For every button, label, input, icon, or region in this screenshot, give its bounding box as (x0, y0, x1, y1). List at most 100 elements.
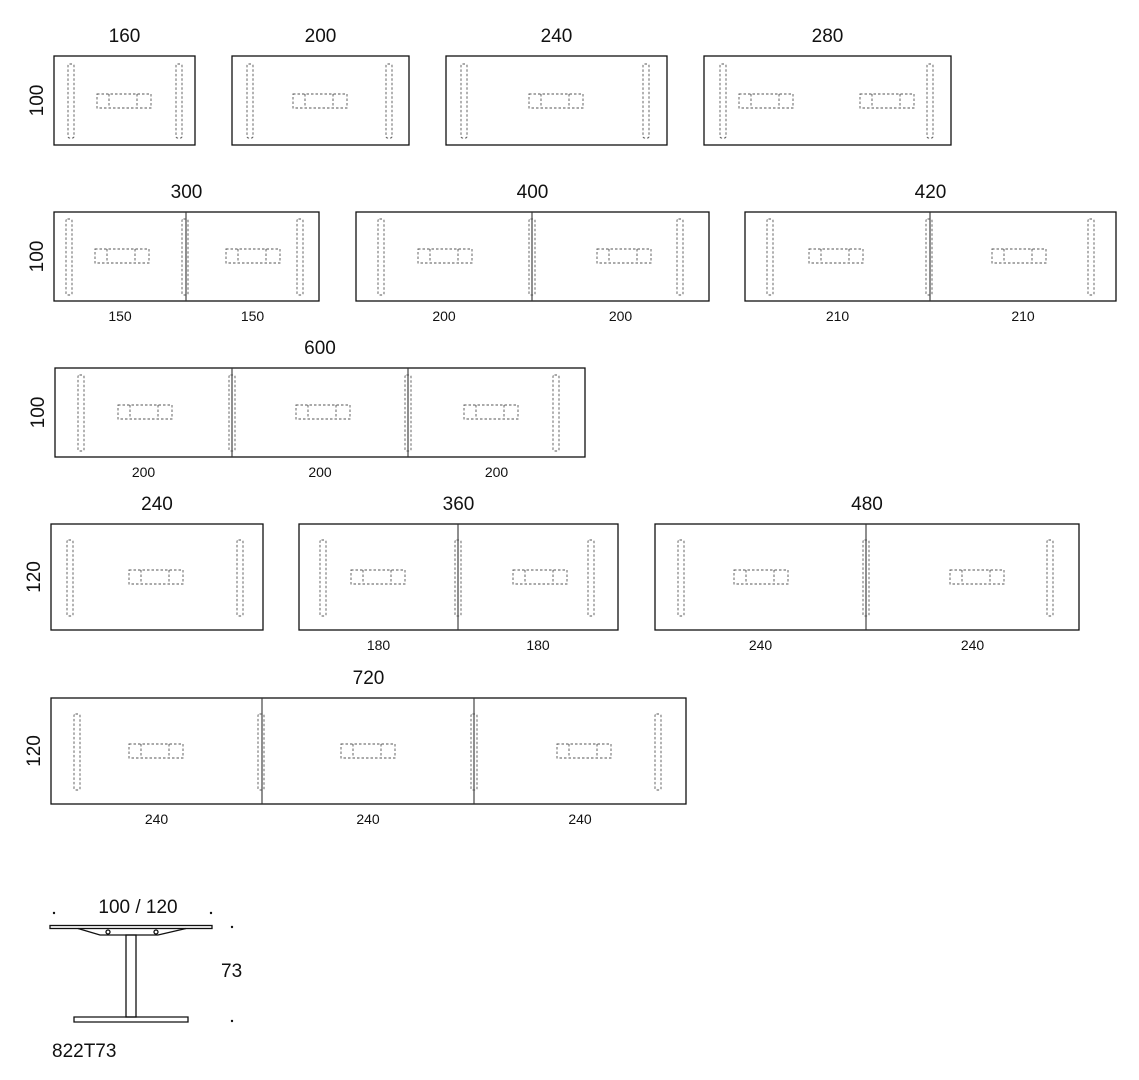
table-width-label: 240 (541, 26, 573, 47)
leg-frame-dashed (67, 63, 75, 139)
leg-frame-dashed (377, 218, 385, 296)
table-plan: 480 240 240 (654, 494, 1080, 653)
cable-box-dashed (340, 743, 396, 759)
table-width-label: 300 (171, 182, 203, 203)
leg-frame-dashed (766, 218, 774, 296)
table-width-label: 360 (443, 494, 475, 515)
cable-box-dashed (596, 248, 652, 264)
segment-width-label: 240 (145, 811, 169, 827)
table-side-profile (49, 924, 213, 1023)
table-width-label: 420 (915, 182, 947, 203)
leg-frame-dashed (552, 374, 560, 452)
leg-frame-dashed (528, 218, 536, 296)
leg-frame-dashed (470, 713, 478, 791)
leg-frame-dashed (925, 218, 933, 296)
tabletop-outline (231, 55, 410, 146)
cable-box-dashed (417, 248, 473, 264)
leg-frame-dashed (319, 539, 327, 617)
table-width-label: 480 (851, 494, 883, 515)
leg-frame-dashed (66, 539, 74, 617)
leg-frame-dashed (677, 539, 685, 617)
table-plan: 360 180 180 (298, 494, 619, 653)
leg-frame-dashed (1087, 218, 1095, 296)
table-depth-label: 120 (24, 561, 45, 593)
segment-width-label: 200 (609, 308, 633, 324)
table-width-label: 600 (304, 338, 336, 359)
cable-box-dashed (556, 743, 612, 759)
cable-box-dashed (808, 248, 864, 264)
leg-frame-dashed (404, 374, 412, 452)
segment-width-label: 200 (308, 464, 332, 480)
cable-box-dashed (96, 93, 152, 109)
segment-width-label: 210 (1011, 308, 1035, 324)
side-height-label: 73 (221, 961, 242, 982)
cable-box-dashed (350, 569, 406, 585)
leg-frame-dashed (228, 374, 236, 452)
leg-frame-dashed (236, 539, 244, 617)
table-width-label: 400 (517, 182, 549, 203)
leg-frame-dashed (73, 713, 81, 791)
cable-box-dashed (512, 569, 568, 585)
leg-frame-dashed (175, 63, 183, 139)
table-width-label: 200 (305, 26, 337, 47)
cable-box-dashed (463, 404, 519, 420)
leg-frame-dashed (926, 63, 934, 139)
table-depth-label: 120 (24, 735, 45, 767)
leg-frame-dashed (65, 218, 73, 296)
segment-width-label: 180 (367, 637, 391, 653)
cable-box-dashed (295, 404, 351, 420)
cable-box-dashed (738, 93, 794, 109)
cable-box-dashed (991, 248, 1047, 264)
tabletop-outline (703, 55, 952, 146)
leg-frame-dashed (654, 713, 662, 791)
cable-box-dashed (949, 569, 1005, 585)
dimension-dot (230, 1019, 234, 1023)
cable-box-dashed (225, 248, 281, 264)
leg-frame-dashed (77, 374, 85, 452)
table-depth-label: 100 (27, 85, 48, 117)
table-depth-label: 100 (28, 397, 49, 429)
cable-box-dashed (859, 93, 915, 109)
segment-width-label: 240 (961, 637, 985, 653)
dimension-dot (209, 911, 213, 915)
leg-frame-dashed (181, 218, 189, 296)
table-plan: 400 200 200 (355, 182, 710, 324)
segment-width-label: 200 (132, 464, 156, 480)
leg-frame-dashed (587, 539, 595, 617)
segment-width-label: 240 (749, 637, 773, 653)
dimension-dot (52, 911, 56, 915)
leg-frame-dashed (719, 63, 727, 139)
side-width-label: 100 / 120 (98, 897, 177, 918)
leg-frame-dashed (862, 539, 870, 617)
segment-width-label: 200 (432, 308, 456, 324)
leg-frame-dashed (246, 63, 254, 139)
leg-frame-dashed (460, 63, 468, 139)
table-width-label: 160 (109, 26, 141, 47)
segment-width-label: 150 (108, 308, 132, 324)
table-width-label: 720 (353, 668, 385, 689)
dimension-dot (230, 925, 234, 929)
table-plan: 280 (703, 26, 952, 146)
cable-box-dashed (128, 569, 184, 585)
tabletop-outline (53, 55, 196, 146)
segment-width-label: 180 (526, 637, 550, 653)
leg-frame-dashed (454, 539, 462, 617)
table-plan: 240 (445, 26, 668, 146)
tabletop-outline (654, 523, 1080, 631)
leg-frame-dashed (257, 713, 265, 791)
leg-frame-dashed (385, 63, 393, 139)
cable-box-dashed (128, 743, 184, 759)
leg-frame-dashed (676, 218, 684, 296)
tabletop-outline (445, 55, 668, 146)
table-width-label: 280 (812, 26, 844, 47)
segment-width-label: 240 (568, 811, 592, 827)
tabletop-outline (50, 523, 264, 631)
cable-box-dashed (292, 93, 348, 109)
